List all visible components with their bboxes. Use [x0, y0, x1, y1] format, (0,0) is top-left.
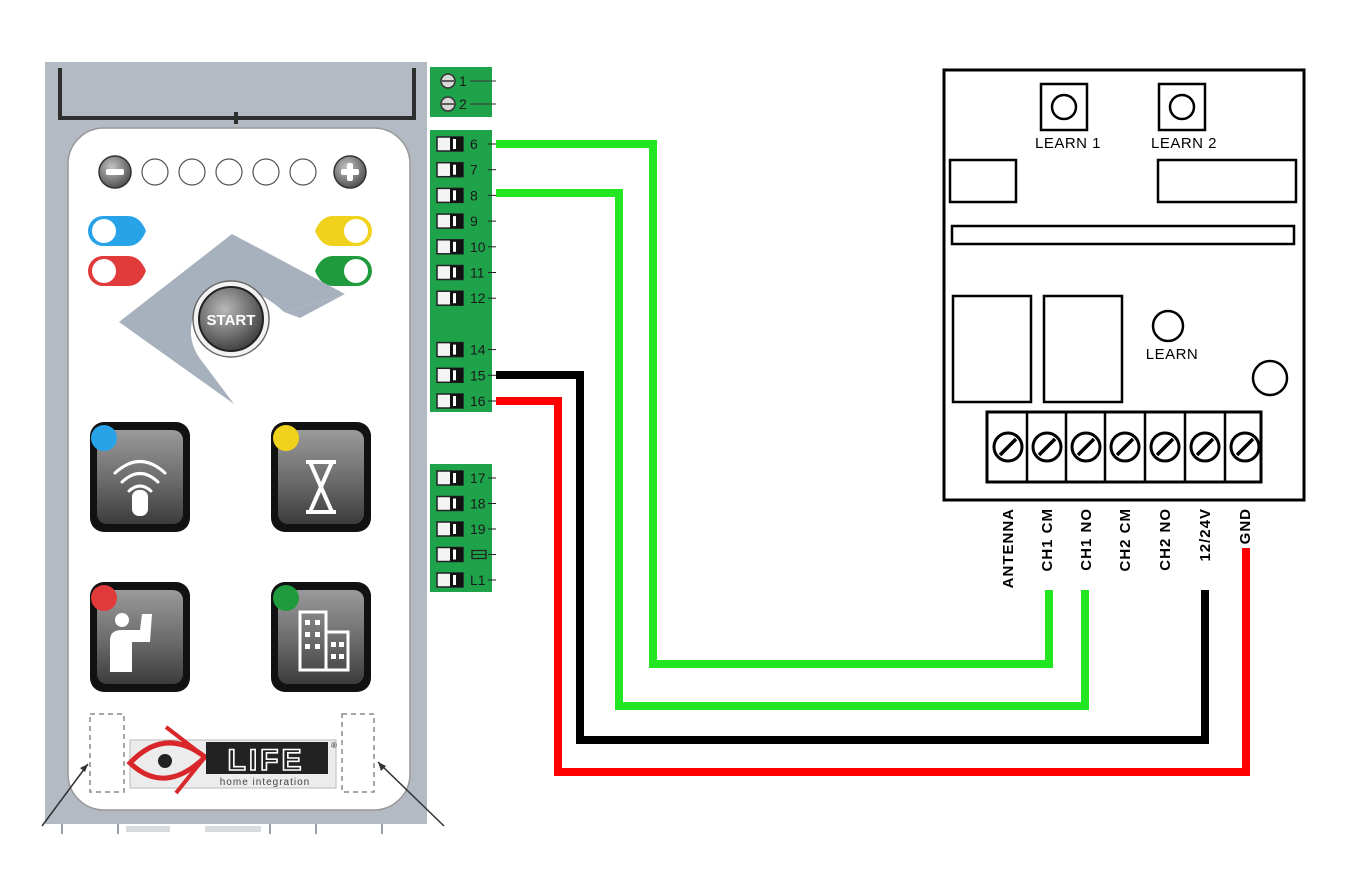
terminal-label: 7	[470, 162, 478, 178]
manual-button[interactable]	[90, 582, 190, 692]
terminal-12: 12	[436, 290, 496, 306]
connector-label: CH2 CM	[1117, 508, 1134, 572]
led-blue	[91, 425, 117, 451]
wire-6-ch1cm	[496, 140, 1053, 668]
timer-button[interactable]	[271, 422, 371, 532]
terminal-label: 19	[470, 521, 486, 537]
terminal-19: 19	[436, 521, 496, 537]
screw-terminal	[1031, 431, 1063, 463]
pointer-arrow-right	[377, 761, 445, 827]
hand-raise-icon	[110, 613, 152, 672]
connector-label: GND	[1237, 508, 1254, 544]
terminal-label: 1	[459, 73, 467, 89]
terminal-15: 15	[436, 367, 496, 383]
terminal-label: 11	[470, 265, 485, 281]
learn2-label: LEARN 2	[1151, 135, 1217, 152]
level-dot	[141, 158, 169, 186]
terminal-label: 18	[470, 496, 486, 512]
receiver-module: LEARN 1 LEARN 2 LEARN ANTENNA CH1 CM CH1 N…	[942, 68, 1306, 588]
hourglass-icon	[306, 460, 336, 514]
sensor-window-right	[341, 713, 375, 793]
led-yellow	[273, 425, 299, 451]
screw-terminal	[1109, 431, 1141, 463]
relay	[1042, 294, 1124, 404]
terminal-1: 1	[440, 73, 467, 89]
screw-terminal	[1189, 431, 1221, 463]
building-icon	[298, 610, 350, 672]
wiring	[496, 140, 1250, 776]
terminal-label: L1	[470, 572, 486, 588]
terminal-11: 11	[436, 265, 496, 281]
terminal-9: 9	[436, 213, 496, 229]
logo-word: LIFE	[228, 744, 305, 777]
start-button[interactable]: START	[192, 280, 270, 358]
wire-16-gnd	[496, 397, 1250, 776]
remote-button[interactable]	[90, 422, 190, 532]
screw-terminal	[1229, 431, 1261, 463]
terminal-10: 10	[436, 239, 496, 255]
level-dot	[252, 158, 280, 186]
connector-label: CH2 NO	[1157, 508, 1174, 571]
terminal-label: 16	[470, 393, 486, 409]
life-logo: LIFE ® home integration	[126, 725, 337, 795]
receiver-component	[1156, 158, 1298, 204]
receiver-strip	[950, 224, 1296, 246]
terminal-7: 7	[436, 162, 496, 178]
terminal-label: 6	[470, 136, 478, 152]
pointer-arrow-left	[41, 763, 89, 827]
wireless-remote-icon	[113, 460, 167, 516]
terminal-label: 2	[459, 96, 467, 112]
terminal-label: 15	[470, 367, 486, 383]
direction-diamond	[119, 234, 345, 404]
terminal-18: 18	[436, 496, 496, 512]
connector-label: ANTENNA	[1000, 508, 1017, 588]
terminal-label: 14	[470, 342, 486, 358]
connector-label: 12/24V	[1197, 508, 1214, 562]
connector-label: CH1 CM	[1039, 508, 1056, 572]
terminal-label: 8	[470, 187, 478, 203]
level-dot	[289, 158, 317, 186]
level-dot	[178, 158, 206, 186]
terminal-2: 2	[440, 96, 467, 112]
terminal-label: 10	[470, 239, 486, 255]
wire-15-12v	[496, 371, 1209, 744]
terminal-label: 17	[470, 470, 486, 486]
terminal-14: 14	[436, 342, 496, 358]
learn1-label: LEARN 1	[1035, 135, 1101, 152]
screw-terminal	[1149, 431, 1181, 463]
receiver-component	[948, 158, 1018, 204]
logo-tagline: home integration	[220, 777, 311, 788]
start-label: START	[207, 312, 256, 329]
building-button[interactable]	[271, 582, 371, 692]
top-terminal-block	[430, 67, 492, 117]
logo-registered: ®	[331, 741, 337, 750]
terminal-17: 17	[436, 470, 496, 486]
led-red	[91, 585, 117, 611]
terminal-16: 16	[436, 393, 496, 409]
sensor-window-left	[89, 713, 125, 793]
receiver-led	[1251, 359, 1289, 397]
relay	[951, 294, 1033, 404]
led-green	[273, 585, 299, 611]
screw-terminal	[992, 431, 1024, 463]
terminal-L1: L1	[436, 572, 496, 588]
wire-8-ch1no	[496, 189, 1089, 710]
terminal-8: 8	[436, 187, 496, 203]
level-dot	[215, 158, 243, 186]
learn-button[interactable]	[1151, 309, 1185, 343]
terminal-label: 9	[470, 213, 478, 229]
learn-label: LEARN	[1146, 346, 1199, 363]
screw-terminal	[1070, 431, 1102, 463]
terminal-label: 12	[470, 290, 486, 306]
connector-label: CH1 NO	[1078, 508, 1095, 571]
control-panel: START	[41, 62, 445, 834]
panel-top-bracket	[58, 68, 416, 120]
minus-icon	[106, 169, 124, 175]
plus-icon	[341, 163, 359, 181]
terminal-6: 6	[436, 136, 496, 152]
terminal-fuse	[436, 546, 496, 563]
